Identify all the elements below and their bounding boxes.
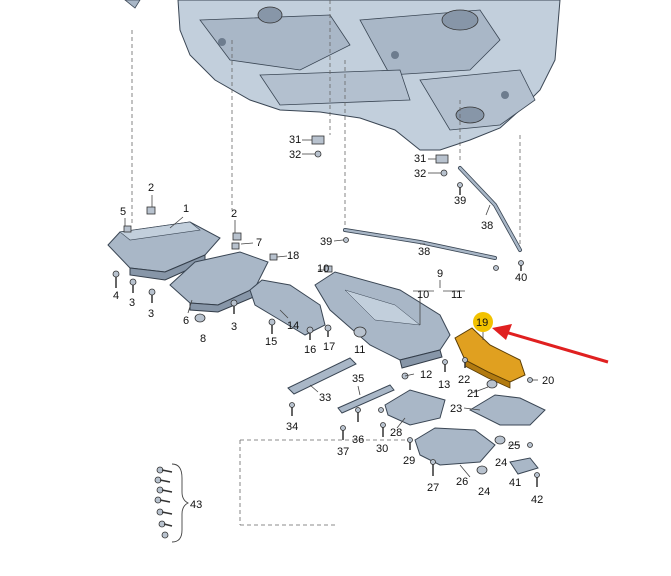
callout-26: 26 [456, 476, 468, 488]
callout-38: 38 [481, 220, 493, 232]
callout-7: 7 [256, 237, 262, 249]
callout-4: 4 [113, 290, 119, 302]
callout-17: 17 [323, 341, 335, 353]
callout-40: 40 [515, 272, 527, 284]
callout-34: 34 [286, 421, 298, 433]
callout-2: 2 [231, 208, 237, 220]
bolt-kit-43 [154, 463, 190, 543]
callout-11: 11 [451, 289, 462, 301]
underbody-panel-11 [314, 271, 451, 369]
reference-lines [131, 0, 521, 526]
callout-10: 10 [417, 289, 429, 301]
callout-3: 3 [129, 297, 135, 309]
underbody-panel-28 [384, 389, 446, 426]
part-19-highlighted[interactable] [454, 327, 526, 389]
callout-32: 32 [289, 149, 301, 161]
callout-14: 14 [287, 320, 299, 332]
callout-3: 3 [231, 321, 237, 333]
vehicle-underbody [124, 0, 561, 151]
callout-2: 2 [148, 182, 154, 194]
hardware [112, 135, 540, 487]
callout-labels: 1 2 2 3 3 3 4 5 6 7 8 9 10 10 11 11 12 1… [113, 134, 554, 511]
callout-29: 29 [403, 455, 415, 467]
callout-39: 39 [320, 236, 332, 248]
callout-35: 35 [352, 373, 364, 385]
callout-33: 33 [319, 392, 331, 404]
callout-24: 24 [495, 457, 507, 469]
callout-3: 3 [148, 308, 154, 320]
callout-39: 39 [454, 195, 466, 207]
callout-38: 38 [418, 246, 430, 258]
callout-43: 43 [190, 499, 202, 511]
callout-12: 12 [420, 369, 432, 381]
callout-41: 41 [509, 477, 521, 489]
callout-15: 15 [265, 336, 277, 348]
callout-1: 1 [183, 203, 189, 215]
underbody-panel-26 [414, 427, 496, 466]
callout-25: 25 [508, 440, 520, 452]
callout-8: 8 [200, 333, 206, 345]
callout-6: 6 [183, 315, 189, 327]
callout-9: 9 [437, 268, 443, 280]
brace-33 [287, 357, 357, 395]
leader-lines [124, 139, 538, 478]
underbody-panel-23 [468, 394, 546, 426]
callout-42: 42 [531, 494, 543, 506]
callout-20: 20 [542, 375, 554, 387]
highlight-arrow [492, 324, 609, 364]
callout-28: 28 [390, 427, 402, 439]
callout-11: 11 [354, 344, 365, 356]
brace-35 [337, 384, 395, 414]
callout-10: 10 [317, 263, 329, 275]
callout-13: 13 [438, 379, 450, 391]
callout-5: 5 [120, 206, 126, 218]
callout-23: 23 [450, 403, 462, 415]
callout-32: 32 [414, 168, 426, 180]
callout-18: 18 [287, 250, 299, 262]
callout-27: 27 [427, 482, 439, 494]
callout-21: 21 [467, 388, 479, 400]
callout-37: 37 [337, 446, 349, 458]
strut-38-left [343, 228, 497, 260]
bracket-41 [509, 457, 539, 475]
highlight-badge [473, 312, 493, 332]
callout-31: 31 [289, 134, 301, 146]
callout-16: 16 [304, 344, 316, 356]
strut-38-right [458, 166, 522, 252]
underbody-panel-14 [249, 279, 326, 336]
callout-36: 36 [352, 434, 364, 446]
callout-22: 22 [458, 374, 470, 386]
callout-31: 31 [414, 153, 426, 165]
callout-30: 30 [376, 443, 388, 455]
callout-24: 24 [478, 486, 490, 498]
callout-19: 19 [476, 317, 488, 329]
underbody-panel-1 [107, 221, 221, 281]
